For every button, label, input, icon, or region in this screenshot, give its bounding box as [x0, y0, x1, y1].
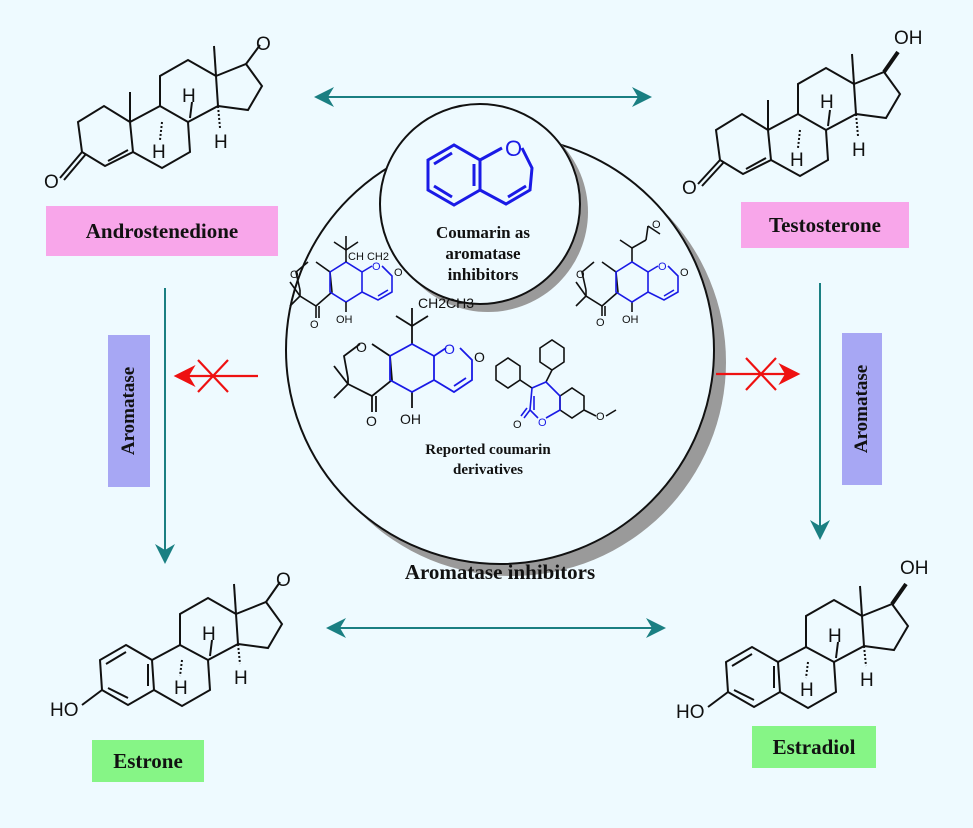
estrone-h9: H [174, 678, 188, 699]
coumarin-structure [426, 143, 534, 207]
right-aromatase-label: Aromatase [842, 333, 882, 485]
left-aromatase-text: Aromatase [118, 366, 140, 456]
estradiol-oh: OH [900, 558, 929, 579]
derivative-2-epoxide: O [652, 219, 661, 231]
derivative-1-ketone: O [310, 319, 319, 331]
testosterone-label: Testosterone [741, 202, 909, 248]
testosterone-o3: O [682, 178, 697, 199]
derivative-2-oh: OH [622, 314, 639, 326]
androstenedione-h9: H [152, 142, 166, 163]
testosterone-h14: H [852, 140, 866, 161]
estradiol-h14: H [860, 670, 874, 691]
estradiol-ho: HO [676, 702, 705, 723]
estrone-ho: HO [50, 700, 79, 721]
estrone-o17: O [276, 570, 291, 591]
androstenedione-h14: H [214, 132, 228, 153]
coumarin-caption: Coumarin as aromatase inhibitors [436, 223, 530, 284]
derivative-3-o-blue: O [444, 341, 455, 357]
derivative-1-oh: OH [336, 314, 353, 326]
testosterone-structure [697, 50, 902, 187]
estradiol-h9: H [800, 680, 814, 701]
androstenedione-structure [59, 44, 264, 181]
derivative-1-structure [289, 261, 333, 318]
coumarin-circle [379, 103, 581, 305]
testosterone-oh: OH [894, 28, 923, 49]
androstenedione-o3: O [44, 172, 59, 193]
right-aromatase-text: Aromatase [851, 364, 873, 454]
testosterone-h9: H [790, 150, 804, 171]
estrone-h8: H [202, 624, 216, 645]
reported-caption: Reported coumarin derivatives [425, 442, 551, 478]
derivative-3-coumarin [389, 342, 473, 394]
derivative-2-ketone: O [596, 317, 605, 329]
right-inhibition-icon [716, 357, 801, 391]
derivative-3-structure [333, 308, 429, 412]
derivative-2-o-ring: O [576, 269, 585, 281]
androstenedione-h8: H [182, 86, 196, 107]
left-inhibition-icon [173, 359, 258, 393]
derivative-1-chain: CH CH2 [348, 251, 389, 263]
derivative-2-lactone: O [680, 267, 689, 279]
derivative-2-coumarin [615, 261, 679, 303]
coumarin-o: O [505, 136, 522, 161]
derivative-4-o-blue: O [538, 417, 547, 429]
estrone-label: Estrone [92, 740, 204, 782]
derivative-3-ketone: O [366, 413, 377, 429]
testosterone-h8: H [820, 92, 834, 113]
derivative-3-o-ring: O [356, 339, 367, 355]
left-aromatase-label: Aromatase [108, 335, 150, 487]
androstenedione-label: Androstenedione [46, 206, 278, 256]
derivative-4-carbonyl: O [513, 419, 522, 431]
derivative-3-chain: CH2CH3 [418, 295, 474, 311]
derivative-4-ome: O [596, 411, 605, 423]
derivative-3-lactone: O [474, 349, 485, 365]
derivative-3-oh: OH [400, 411, 421, 427]
derivative-1-o-blue: O [372, 261, 381, 273]
estrone-structure [81, 581, 284, 708]
reaction-arrows [155, 87, 830, 638]
derivative-4-structure [495, 339, 617, 419]
estrone-h14: H [234, 668, 248, 689]
androstenedione-o17: O [256, 34, 271, 55]
derivative-1-lactone: O [394, 267, 403, 279]
derivative-4-coumarin [520, 381, 561, 419]
derivative-1-o-ring: O [290, 269, 299, 281]
derivative-1-extra [333, 236, 359, 312]
derivative-2-o-blue: O [658, 261, 667, 273]
estradiol-label: Estradiol [752, 726, 876, 768]
derivative-2-structure [575, 225, 661, 316]
estradiol-structure [707, 582, 910, 710]
estradiol-h8: H [828, 626, 842, 647]
aromatase-inhibitors-title: Aromatase inhibitors [404, 560, 596, 584]
